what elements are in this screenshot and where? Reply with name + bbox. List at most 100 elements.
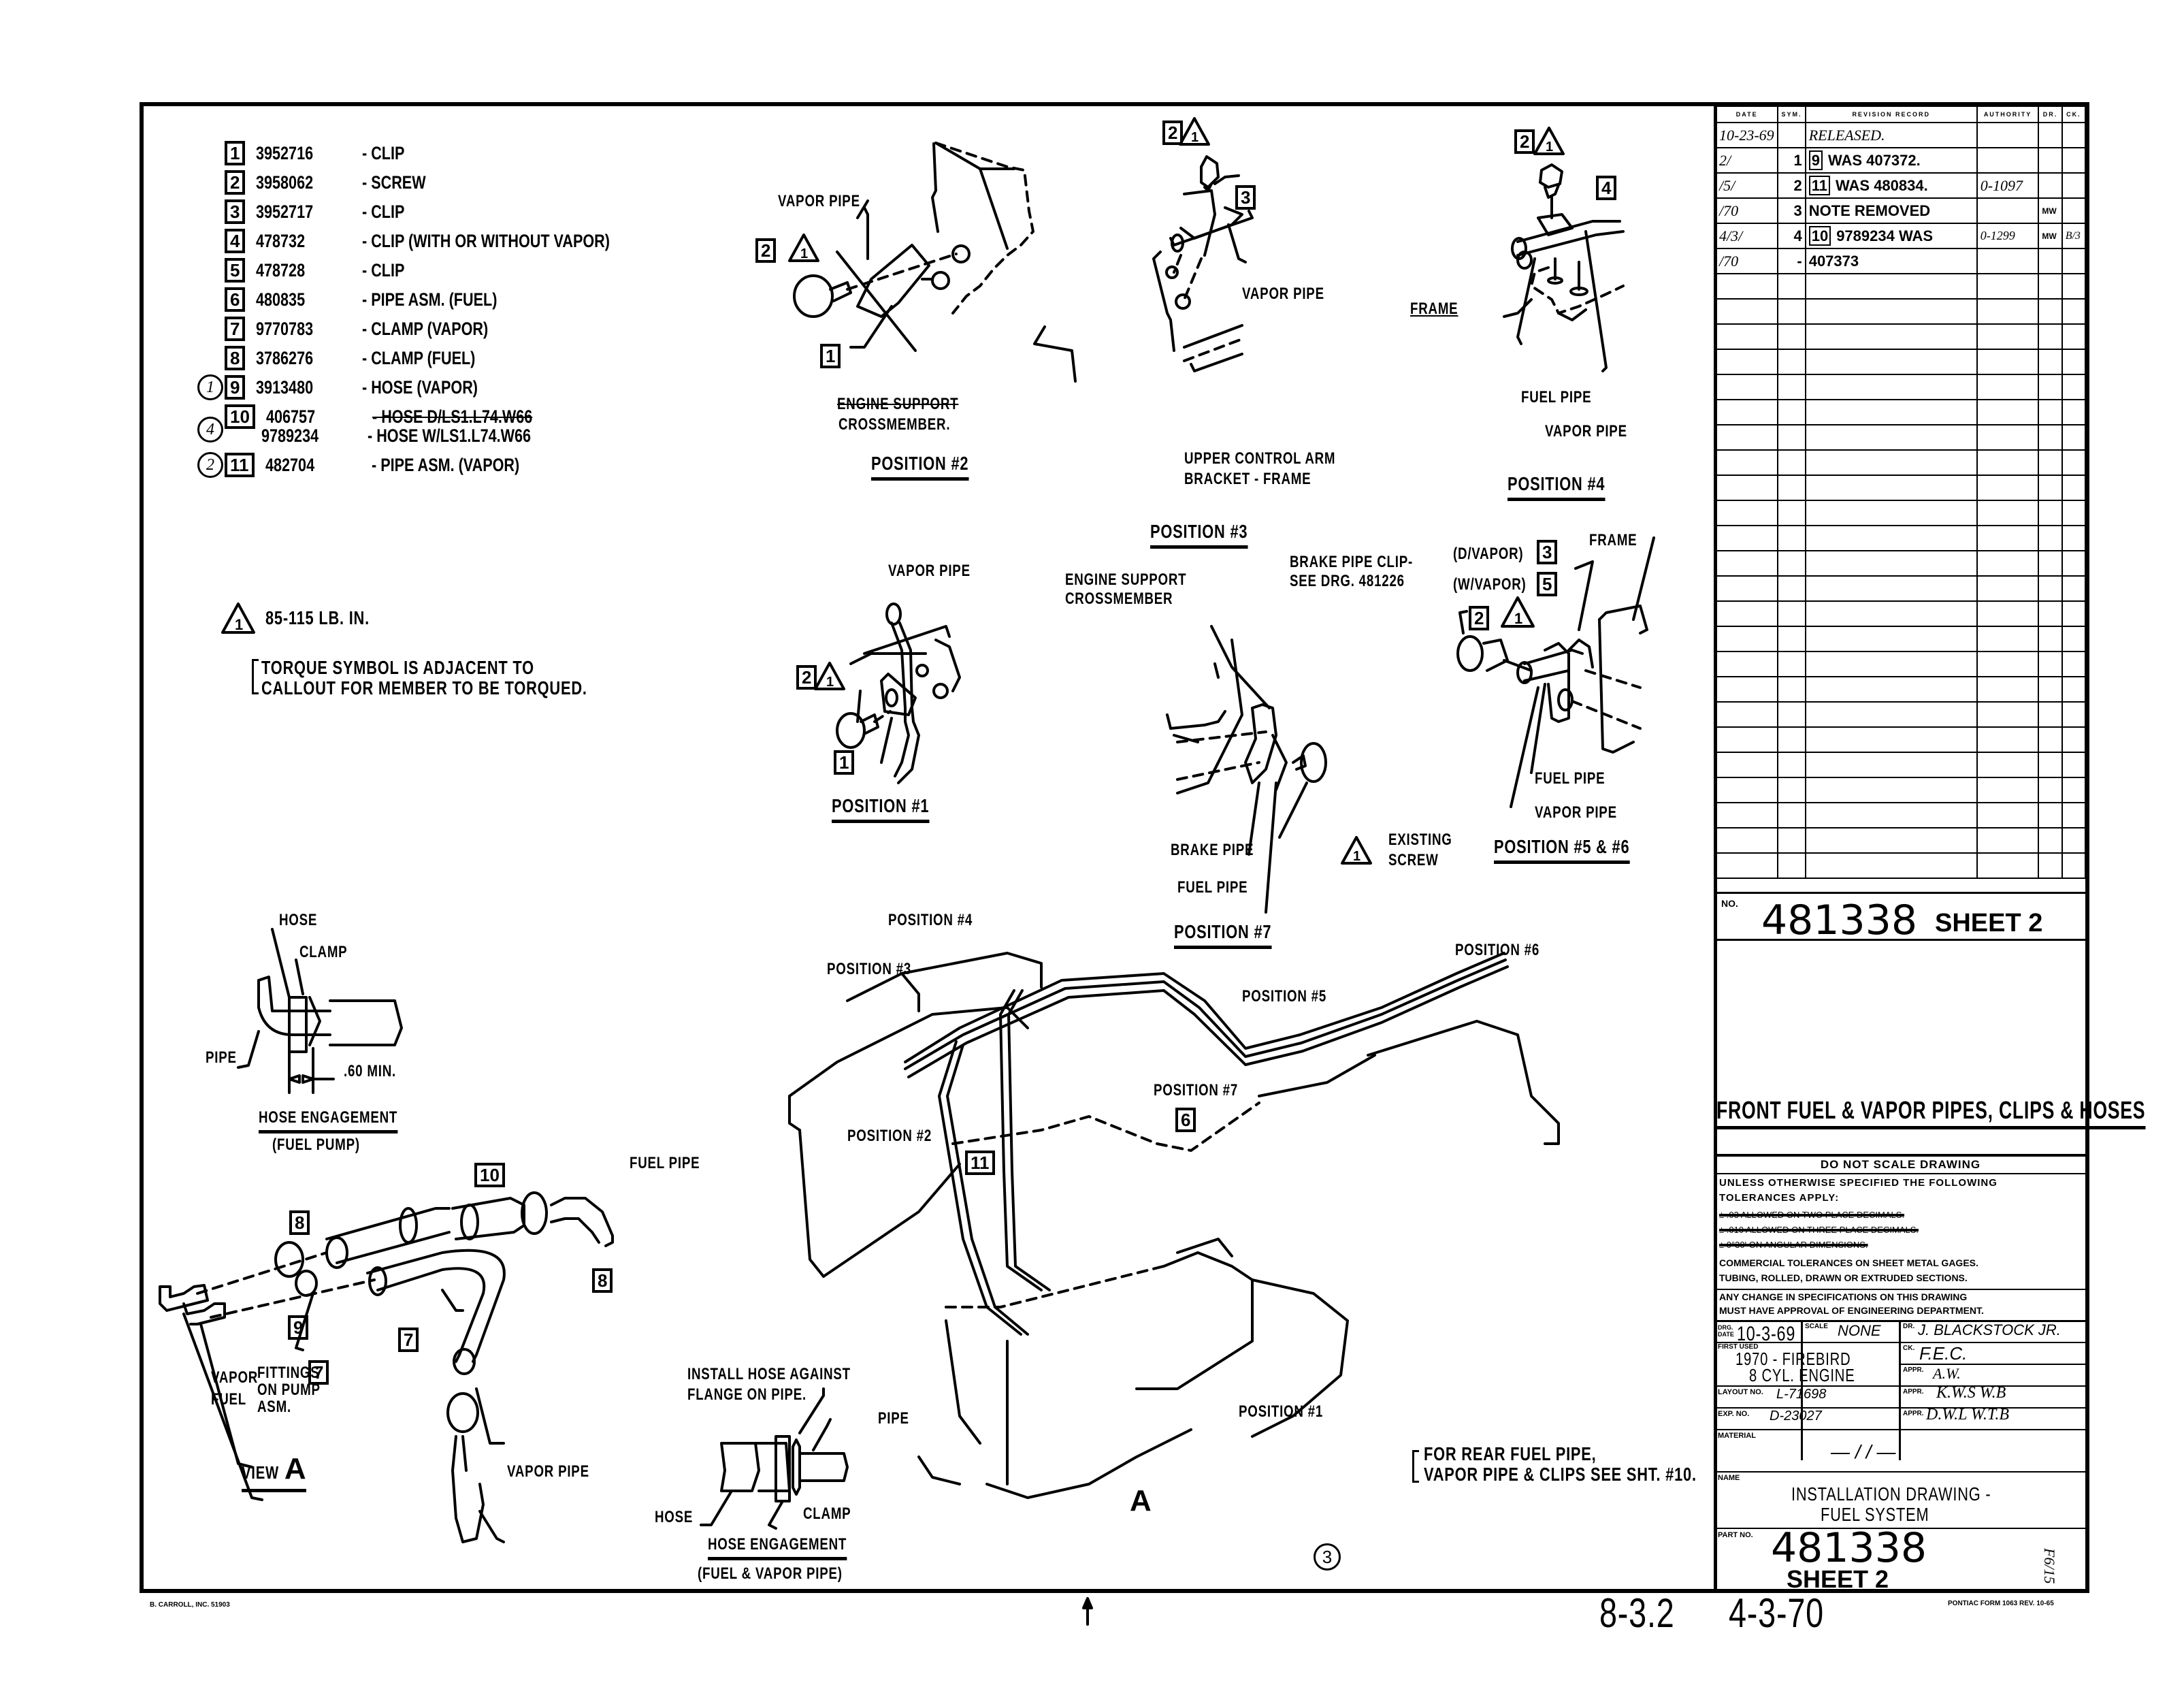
do-not-scale-note: DO NOT SCALE DRAWING bbox=[1820, 1158, 1981, 1171]
revision-row-empty bbox=[1714, 752, 2087, 778]
revision-row: /70 - 407373 bbox=[1714, 248, 2087, 274]
revision-row-empty bbox=[1714, 852, 2087, 879]
part-number: 478728 bbox=[256, 259, 306, 280]
revision-cell bbox=[1714, 474, 1779, 501]
revision-cell bbox=[2061, 827, 2087, 854]
assembly-position-7-label: POSITION #7 bbox=[1154, 1081, 1239, 1099]
revision-row-empty bbox=[1714, 399, 2087, 425]
part-number: 3952716 bbox=[256, 142, 314, 163]
revision-cell bbox=[1714, 777, 1779, 803]
revision-cell bbox=[1777, 550, 1806, 577]
revision-row-empty bbox=[1714, 777, 2087, 803]
revision-cell bbox=[1976, 323, 2040, 350]
revision-cell bbox=[2061, 626, 2087, 652]
revision-cell bbox=[1777, 500, 1806, 526]
part-description: - CLIP (WITH OR WITHOUT VAPOR) bbox=[362, 230, 610, 251]
revision-cell bbox=[2038, 399, 2063, 425]
position-4-frame-label: FRAME bbox=[1410, 300, 1458, 318]
hose-engagement-pipe-title: HOSE ENGAGEMENT bbox=[708, 1535, 847, 1560]
commercial-line2: TUBING, ROLLED, DRAWN OR EXTRUDED SECTIO… bbox=[1719, 1272, 1968, 1283]
revision-cell bbox=[1804, 852, 1978, 879]
position-5-6-illustration bbox=[1456, 536, 1655, 808]
revision-cell bbox=[1777, 525, 1806, 551]
part-number: 3952717 bbox=[256, 201, 314, 222]
revision-cell bbox=[1777, 600, 1806, 627]
position-3-callout-screw: 2 bbox=[1162, 120, 1184, 145]
approval-line2: MUST HAVE APPROVAL OF ENGINEERING DEPART… bbox=[1719, 1305, 1984, 1316]
revision-cell bbox=[1777, 777, 1806, 803]
install-hose-label: INSTALL HOSE AGAINST bbox=[687, 1365, 851, 1383]
item-callout: 10 bbox=[225, 404, 255, 429]
torque-triangle-icon: 1 bbox=[1533, 127, 1565, 155]
svg-text:1: 1 bbox=[826, 675, 834, 690]
revision-cell bbox=[2038, 651, 2063, 677]
item-callout: 2 bbox=[225, 170, 246, 195]
revision-cell bbox=[2038, 600, 2063, 627]
revision-cell bbox=[1714, 575, 1779, 602]
revision-mark-circle: 1 bbox=[197, 374, 223, 400]
item-callout: 5 bbox=[225, 258, 246, 283]
revision-cell bbox=[1777, 626, 1806, 652]
layout-no-label: LAYOUT NO. bbox=[1718, 1388, 1763, 1396]
part-description: - HOSE D/LS1.L74.W66 bbox=[372, 406, 533, 427]
revision-cell bbox=[2061, 298, 2087, 325]
revision-cell bbox=[2061, 777, 2087, 803]
part-number: 9789234 bbox=[261, 425, 319, 446]
drawing-number: 481338 bbox=[1761, 897, 1918, 944]
column-header: AUTHORITY bbox=[1976, 106, 2040, 123]
part-number: 3913480 bbox=[256, 376, 314, 398]
part-number: 406757 bbox=[265, 406, 316, 427]
revision-cell bbox=[1976, 449, 2040, 476]
revision-row-empty bbox=[1714, 827, 2087, 854]
revision-row-empty bbox=[1714, 802, 2087, 829]
revision-cell bbox=[1804, 651, 1978, 677]
revision-cell bbox=[1714, 399, 1779, 425]
revision-cell bbox=[1976, 550, 2040, 577]
revision-cell bbox=[2061, 600, 2087, 627]
revision-cell bbox=[2038, 500, 2063, 526]
revision-cell bbox=[1804, 550, 1978, 577]
view-a-on-pump-label: ON PUMP bbox=[257, 1381, 321, 1399]
assembly-position-6-label: POSITION #6 bbox=[1455, 941, 1540, 959]
revision-row-empty bbox=[1714, 600, 2087, 627]
position-5-6-title: POSITION #5 & #6 bbox=[1494, 836, 1630, 864]
item-callout: 1 bbox=[225, 141, 246, 165]
svg-text:1: 1 bbox=[1514, 610, 1522, 627]
svg-text:1: 1 bbox=[1546, 140, 1553, 155]
revision-cell bbox=[1976, 525, 2040, 551]
revision-cell bbox=[2061, 273, 2087, 300]
revision-cell bbox=[2038, 349, 2063, 375]
revision-cell bbox=[2038, 626, 2063, 652]
revision-cell bbox=[1714, 626, 1779, 652]
revision-cell bbox=[1777, 852, 1806, 879]
pipe-label: PIPE bbox=[206, 1048, 237, 1067]
view-a-reference-letter: A bbox=[1130, 1484, 1152, 1517]
column-header: SYM. bbox=[1777, 106, 1806, 123]
view-a-fuel-pipe-label: FUEL PIPE bbox=[630, 1154, 700, 1172]
scale-value: NONE bbox=[1838, 1322, 1881, 1339]
scale-label: SCALE bbox=[1805, 1323, 1828, 1330]
revision-cell bbox=[1777, 273, 1806, 300]
revision-cell bbox=[1976, 802, 2040, 829]
first-used-line1: 1970 - FIREBIRD bbox=[1735, 1349, 1851, 1369]
struck-tolerance-line: ± .010 ALLOWED ON THREE PLACE DECIMALS. bbox=[1719, 1225, 1919, 1235]
torque-triangle-icon: 1 bbox=[221, 602, 255, 634]
position-7-brake-pipe-label: BRAKE PIPE bbox=[1171, 841, 1254, 859]
position-2-engine-support-label: ENGINE SUPPORT bbox=[837, 395, 959, 413]
revision-cell bbox=[1976, 852, 2040, 879]
revision-cell bbox=[2061, 676, 2087, 703]
part-number: 481338 bbox=[1771, 1524, 1927, 1572]
drawing-number-block: NO. 481338 SHEET 2 bbox=[1715, 892, 2086, 944]
margin-mark: F6/15 bbox=[2041, 1548, 2058, 1584]
revision-row: 10-23-69 RELEASED. bbox=[1714, 122, 2087, 148]
revision-cell bbox=[1804, 349, 1978, 375]
position-3-illustration bbox=[1152, 155, 1254, 372]
revision-cell bbox=[2061, 424, 2087, 451]
torque-note-line1: TORQUE SYMBOL IS ADJACENT TO bbox=[261, 657, 534, 678]
position-7-fuel-pipe-label: FUEL PIPE bbox=[1177, 878, 1248, 897]
revision-cell bbox=[1804, 600, 1978, 627]
position-2-callout-clip: 1 bbox=[820, 344, 841, 368]
revision-cell bbox=[1714, 349, 1779, 375]
revision-cell bbox=[1714, 701, 1779, 728]
part-number: 3786276 bbox=[256, 347, 314, 368]
